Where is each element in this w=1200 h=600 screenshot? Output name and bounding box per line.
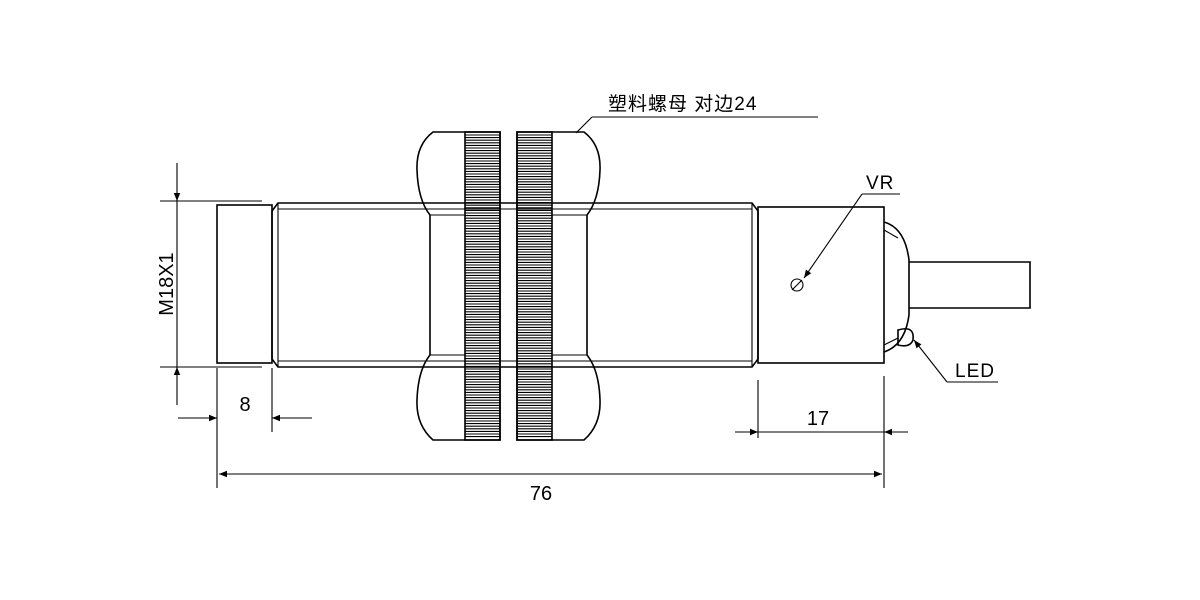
front-length-label: 8 <box>239 394 250 416</box>
nut-left <box>416 131 501 441</box>
nut-left-knurling <box>465 134 500 438</box>
total-length-label: 76 <box>530 483 552 505</box>
rear-length-label: 17 <box>807 408 829 430</box>
rear-cap <box>883 221 910 353</box>
nut-callout-label: 塑料螺母 对边24 <box>608 93 757 115</box>
threaded-body <box>271 202 759 368</box>
nut-right-knurling <box>517 134 552 438</box>
sensing-face <box>216 204 273 364</box>
total-length-dimension: 76 <box>219 470 882 505</box>
nut-right <box>516 131 601 441</box>
rear-length-dimension: 17 <box>735 376 908 488</box>
vr-callout-label: VR <box>866 173 894 194</box>
front-length-dimension: 8 <box>178 368 312 488</box>
cable <box>909 261 1031 309</box>
nut-callout: 塑料螺母 对边24 <box>575 93 818 134</box>
led-callout-label: LED <box>955 361 995 382</box>
thread-dimension: M18X1 <box>156 163 262 405</box>
led-callout: LED <box>913 339 998 383</box>
thread-dimension-label: M18X1 <box>156 252 178 315</box>
vr-callout: VR <box>803 173 900 279</box>
led-indicator <box>897 327 915 347</box>
rear-housing <box>757 206 885 364</box>
vr-adjust-screw <box>790 278 804 292</box>
